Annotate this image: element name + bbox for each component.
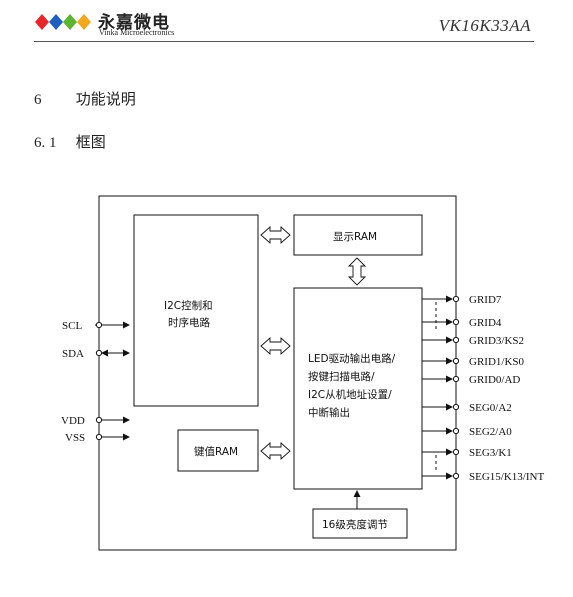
svg-text:SEG0/A2: SEG0/A2 (469, 402, 512, 414)
brightness-block (312, 508, 408, 539)
section-heading-6: 6 功能说明 (34, 88, 136, 109)
bus-arrow-key-ram (260, 441, 291, 461)
svg-text:GRID3/KS2: GRID3/KS2 (469, 335, 524, 347)
svg-text:GRID1/KS0: GRID1/KS0 (469, 356, 525, 368)
i2c-control-label-1: I2C控制和 (164, 299, 213, 312)
svg-text:SEG2/A0: SEG2/A0 (469, 426, 512, 438)
svg-text:VDD: VDD (61, 415, 85, 427)
led-driver-block (293, 287, 423, 490)
pin-grid1-ks0: GRID1/KS0 (422, 356, 525, 368)
brand-subtitle: Vinka Microelectronics (99, 28, 175, 37)
pin-seg15-k13-int: SEG15/K13/INT (422, 471, 544, 483)
pin-seg3-k1: SEG3/K1 (422, 447, 512, 459)
pin-seg0-a2: SEG0/A2 (422, 402, 512, 414)
pin-grid7: GRID7 (422, 294, 502, 306)
brand-name: 永嘉微电 (98, 13, 170, 33)
model-number: VK16K33AA (438, 16, 531, 35)
i2c-control-label-2: 时序电路 (168, 316, 210, 329)
svg-text:GRID4: GRID4 (469, 317, 502, 329)
header-divider (34, 41, 534, 42)
key-ram-label: 键值RAM (194, 445, 238, 458)
i2c-control-block (133, 214, 259, 407)
key-ram-block (177, 429, 259, 472)
vinka-logo-icon (35, 14, 91, 30)
svg-text:GRID0/AD: GRID0/AD (469, 374, 520, 386)
display-ram-block (293, 214, 423, 256)
pin-sda: SDA (62, 348, 130, 360)
bus-arrow-display-ram (260, 225, 291, 245)
pin-grid3-ks2: GRID3/KS2 (422, 335, 524, 347)
svg-text:VSS: VSS (65, 432, 85, 444)
section-title: 功能说明 (75, 92, 136, 108)
led-driver-label-3: I2C从机地址设置/ (308, 388, 392, 401)
pin-vdd: VDD (61, 415, 130, 427)
display-ram-label: 显示RAM (333, 231, 377, 243)
section-number: 6. 1 (34, 135, 57, 151)
svg-text:SCL: SCL (62, 320, 82, 332)
pin-scl: SCL (62, 320, 130, 332)
section-heading-6-1: 6. 1 框图 (34, 131, 106, 152)
pin-seg2-a0: SEG2/A0 (422, 426, 512, 438)
bus-arrow-ram-to-driver (347, 257, 367, 286)
bus-arrow-led-driver (260, 336, 291, 356)
brightness-label: 16级亮度调节 (322, 518, 388, 531)
section-title: 框图 (75, 135, 106, 151)
page-header: 永嘉微电 Vinka Microelectronics VK16K33AA (0, 0, 573, 44)
pin-grid4: GRID4 (422, 317, 502, 329)
chip-outline (98, 195, 457, 551)
led-driver-label-4: 中断输出 (308, 406, 350, 419)
svg-text:SEG3/K1: SEG3/K1 (469, 447, 512, 459)
pin-vss: VSS (65, 432, 130, 444)
pin-grid0-ad: GRID0/AD (422, 374, 520, 386)
led-driver-label-2: 按键扫描电路/ (308, 370, 375, 383)
svg-text:GRID7: GRID7 (469, 294, 502, 306)
led-driver-label-1: LED驱动输出电路/ (308, 352, 396, 365)
svg-text:SDA: SDA (62, 348, 84, 360)
svg-text:SEG15/K13/INT: SEG15/K13/INT (469, 471, 544, 483)
section-number: 6 (34, 92, 42, 108)
